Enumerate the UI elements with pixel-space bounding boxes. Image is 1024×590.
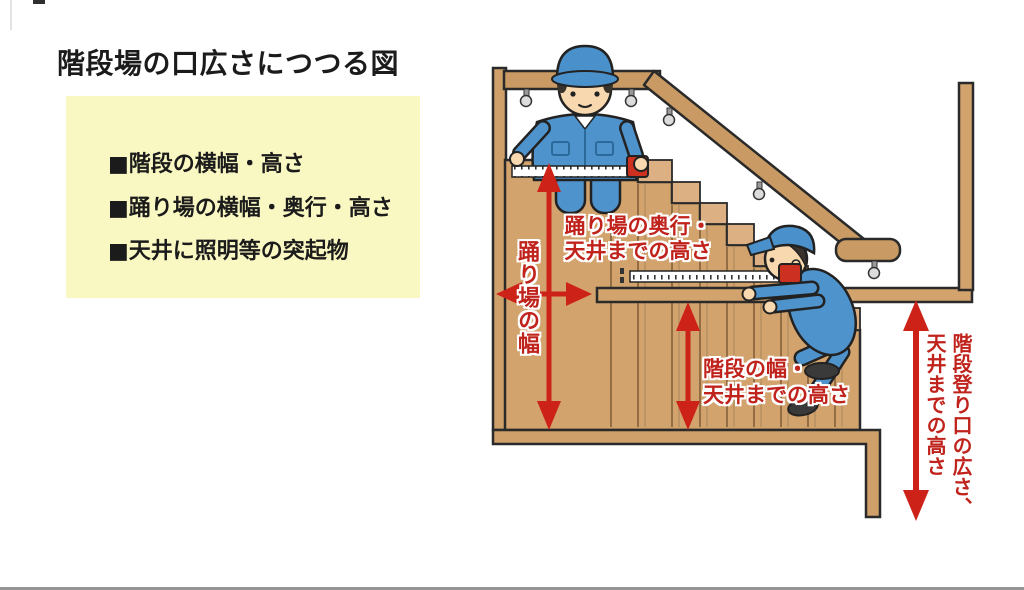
- arrow-stair-height: [676, 302, 700, 430]
- checklist-panel: ■階段の横幅・高さ ■踊り場の横幅・奥行・高さ ■天井に照明等の突起物: [66, 96, 420, 298]
- arrow-entrance-height: [903, 300, 929, 521]
- artifact-left-line: [10, 0, 12, 30]
- worker-climbing: [741, 224, 857, 417]
- lower-ceiling-board: [491, 428, 882, 519]
- label-line: 踊り場の奥行・: [564, 214, 712, 238]
- label-line: 天井までの高さ: [923, 333, 947, 477]
- checklist-item: ■天井に照明等の突起物: [108, 239, 349, 264]
- worker-cap: [762, 224, 816, 256]
- label-line: 階段の幅・: [703, 357, 808, 381]
- worker-landing: [509, 44, 649, 215]
- tape-measure-body: [778, 263, 802, 284]
- label-line: 天井までの高さ: [703, 383, 850, 407]
- label-entrance-height: 階段登り口の広さ、 天井までの高さ: [922, 333, 974, 528]
- artifact-bottom-line: [0, 587, 1024, 590]
- checklist-item: ■踊り場の横幅・奥行・高さ: [108, 196, 393, 221]
- label-stair-width-height: 階段の幅・ 天井までの高さ: [703, 356, 850, 408]
- right-wall-board: [957, 81, 975, 292]
- tape-measure-upper: [511, 165, 635, 178]
- measurement-arrows: [496, 163, 929, 521]
- arrow-landing-width: [496, 282, 592, 306]
- page-title: 階段場の口広さにつつる図: [57, 47, 400, 80]
- label-landing-width: 踊り場の幅: [514, 240, 539, 355]
- handrail: [502, 69, 902, 280]
- label-landing-depth-height: 踊り場の奥行・ 天井までの高さ: [548, 214, 728, 264]
- artifact-top-tick: [33, 0, 45, 4]
- checklist-item: ■階段の横幅・高さ: [108, 152, 305, 177]
- handrail-brackets: [519, 88, 881, 280]
- tape-measure-lower: [620, 268, 781, 283]
- label-line: 天井までの高さ: [564, 239, 712, 263]
- label-line: 階段登り口の広さ、: [949, 333, 973, 518]
